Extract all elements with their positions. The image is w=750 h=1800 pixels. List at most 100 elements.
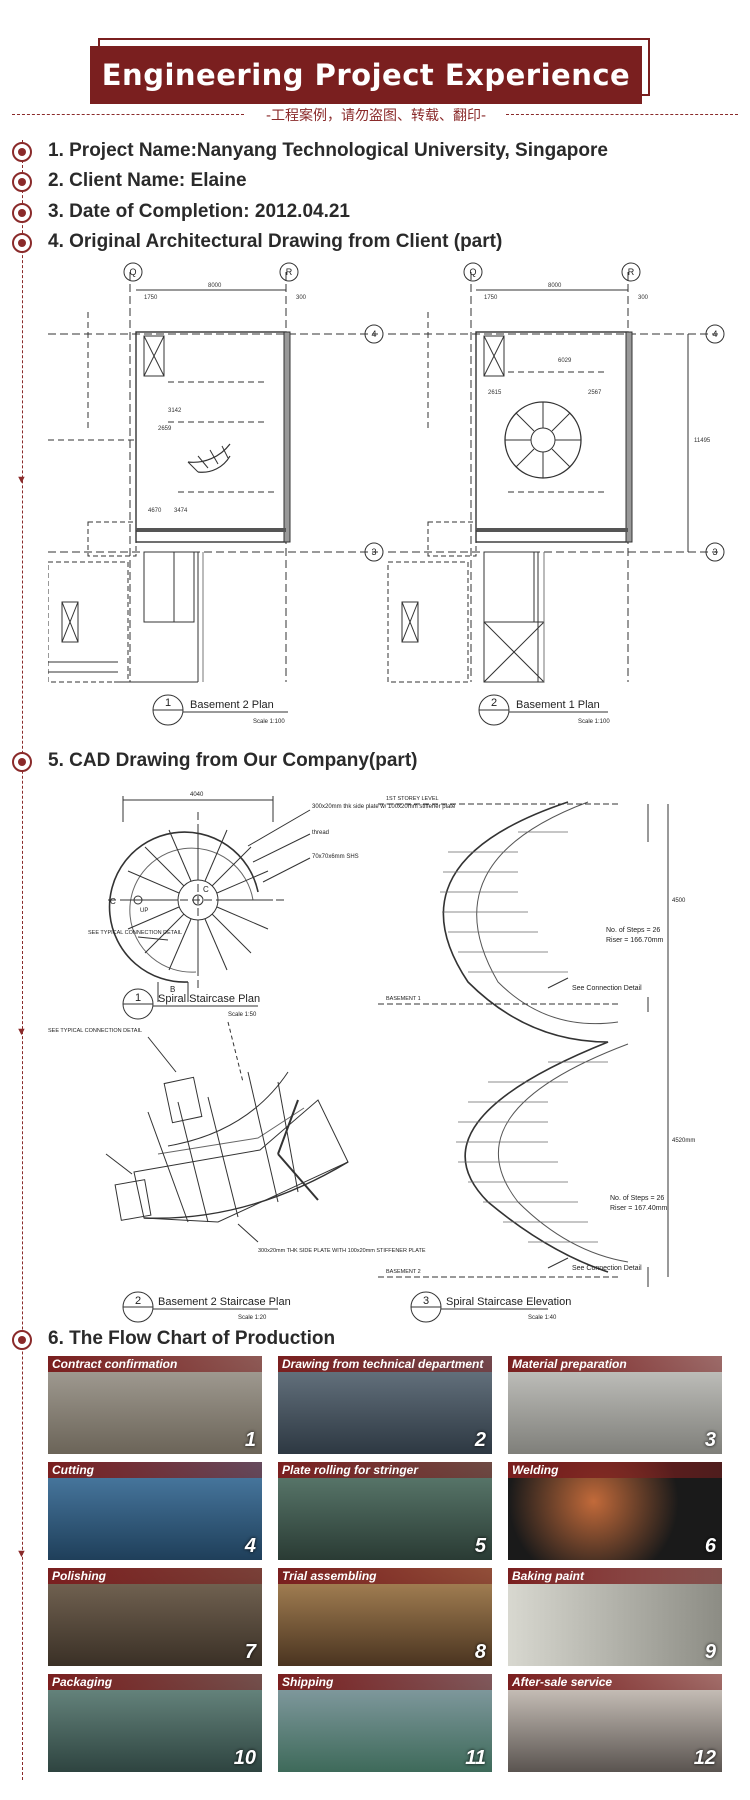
flow-step-label: Packaging bbox=[48, 1674, 262, 1690]
flow-step-number: 9 bbox=[704, 1641, 716, 1663]
level-label: 1ST STOREY LEVEL bbox=[386, 796, 439, 802]
flow-step: Contract confirmation 1 bbox=[48, 1356, 262, 1454]
flow-step-number: 1 bbox=[244, 1429, 256, 1451]
height-label: 4520mm bbox=[672, 1138, 695, 1144]
chevron-down-icon: ▼ bbox=[16, 1548, 27, 1560]
cad-title: Spiral Staircase Elevation bbox=[446, 1296, 571, 1308]
dimension-label: 2567 bbox=[588, 390, 602, 396]
flow-step: Shipping 11 bbox=[278, 1674, 492, 1772]
flow-step-number: 10 bbox=[233, 1747, 256, 1769]
dimension-label: 1750 bbox=[144, 295, 158, 301]
bullet-icon bbox=[12, 172, 32, 192]
bullet-icon bbox=[12, 752, 32, 772]
flow-step-number: 4 bbox=[244, 1535, 256, 1557]
flow-step: Packaging 10 bbox=[48, 1674, 262, 1772]
project-name: 1. Project Name:Nanyang Technological Un… bbox=[48, 140, 608, 161]
bullet-icon bbox=[12, 1330, 32, 1350]
steps-label: No. of Steps = 26 bbox=[606, 927, 660, 934]
grid-label-q: Q bbox=[469, 267, 476, 277]
flow-step-label: After-sale service bbox=[508, 1674, 722, 1690]
divider-left bbox=[12, 114, 244, 115]
dimension-label: 3142 bbox=[168, 408, 182, 414]
cad-drawings: 4040 300x20mm thk side plate w/ 100x20mm… bbox=[48, 792, 695, 1323]
riser-label: Riser = 167.40mm bbox=[610, 1205, 668, 1212]
plan-title: Basement 1 Plan bbox=[516, 699, 600, 711]
basement-2-staircase-plan-drawing bbox=[105, 936, 349, 1243]
section-flow-chart: 6. The Flow Chart of Production bbox=[48, 1328, 336, 1349]
flow-step-label: Plate rolling for stringer bbox=[278, 1462, 492, 1478]
dimension-label: 2615 bbox=[488, 390, 502, 396]
riser-label: Riser = 166.70mm bbox=[606, 937, 664, 944]
cad-number: 2 bbox=[135, 1295, 141, 1307]
flow-step-label: Shipping bbox=[278, 1674, 492, 1690]
flow-step-number: 7 bbox=[244, 1641, 256, 1663]
divider-right bbox=[506, 114, 738, 115]
chevron-down-icon: ▼ bbox=[16, 474, 27, 486]
cad-number: 3 bbox=[423, 1295, 429, 1307]
flow-step-label: Polishing bbox=[48, 1568, 262, 1584]
completion-date: 3. Date of Completion: 2012.04.21 bbox=[48, 201, 350, 222]
connection-label: See Connection Detail bbox=[572, 1265, 642, 1272]
dimension-label: 300 bbox=[296, 295, 307, 301]
section-architectural: 4. Original Architectural Drawing from C… bbox=[48, 231, 503, 252]
plan-number: 1 bbox=[165, 697, 171, 709]
grid-label-r: R bbox=[286, 267, 293, 277]
page-header: Engineering Project Experience bbox=[90, 38, 650, 104]
dimension-label: 2659 bbox=[158, 426, 172, 432]
bullet-icon bbox=[12, 233, 32, 253]
plan-scale: Scale 1:100 bbox=[578, 719, 610, 725]
page-title: Engineering Project Experience bbox=[101, 58, 631, 92]
grid-label-q: Q bbox=[129, 267, 136, 277]
dimension-label: 8000 bbox=[208, 283, 222, 289]
dimension-label: 300 bbox=[638, 295, 649, 301]
dimension-label: 4670 bbox=[148, 508, 162, 514]
flow-chart-grid: Contract confirmation 1 Drawing from tec… bbox=[48, 1356, 728, 1792]
flow-step-label: Drawing from technical department bbox=[278, 1356, 492, 1372]
section-mark: C bbox=[203, 885, 209, 894]
flow-step: After-sale service 12 bbox=[508, 1674, 722, 1772]
plan-number: 2 bbox=[491, 697, 497, 709]
timeline-line bbox=[22, 140, 23, 1780]
section-mark: B bbox=[170, 985, 175, 994]
cad-dimension: 4040 bbox=[190, 792, 204, 798]
basement-1-plan-drawing bbox=[387, 272, 718, 683]
client-name: 2. Client Name: Elaine bbox=[48, 170, 247, 191]
dimension-label: 1750 bbox=[484, 295, 498, 301]
flow-step-number: 3 bbox=[704, 1429, 716, 1451]
grid-label-3: 3 bbox=[712, 547, 717, 557]
spiral-staircase-elevation-drawing bbox=[378, 801, 669, 1287]
flow-step-label: Welding bbox=[508, 1462, 722, 1478]
direction-mark: UP bbox=[140, 908, 148, 914]
spiral-staircase-plan-drawing bbox=[108, 796, 311, 1002]
architectural-drawings: Q R Q R 4 3 4 3 8000 1750 300 3142 2659 … bbox=[48, 262, 725, 726]
cad-note: 300x20mm THK SIDE PLATE WITH 100x20mm ST… bbox=[258, 1248, 426, 1254]
dimension-label: 8000 bbox=[548, 283, 562, 289]
flow-step: Material preparation 3 bbox=[508, 1356, 722, 1454]
flow-step: Baking paint 9 bbox=[508, 1568, 722, 1666]
page-subtitle: -工程案例，请勿盗图、转载、翻印- bbox=[265, 108, 487, 124]
height-label: 4500 bbox=[672, 898, 686, 904]
flow-step-number: 11 bbox=[465, 1747, 486, 1769]
flow-step-number: 5 bbox=[474, 1535, 486, 1557]
grid-label-4: 4 bbox=[712, 329, 717, 339]
section-mark: C bbox=[110, 897, 116, 906]
flow-step-number: 2 bbox=[474, 1429, 486, 1451]
dimension-label: 11495 bbox=[694, 438, 711, 444]
level-label: BASEMENT 1 bbox=[386, 996, 421, 1002]
flow-step-number: 8 bbox=[474, 1641, 486, 1663]
flow-step-number: 6 bbox=[704, 1535, 716, 1557]
cad-title: Basement 2 Staircase Plan bbox=[158, 1296, 291, 1308]
grid-label-4: 4 bbox=[371, 329, 376, 339]
flow-step: Trial assembling 8 bbox=[278, 1568, 492, 1666]
flow-step: Drawing from technical department 2 bbox=[278, 1356, 492, 1454]
steps-label: No. of Steps = 26 bbox=[610, 1195, 664, 1202]
cad-scale: Scale 1:40 bbox=[528, 1315, 557, 1321]
grid-label-3: 3 bbox=[371, 547, 376, 557]
flow-step: Welding 6 bbox=[508, 1462, 722, 1560]
plan-title: Basement 2 Plan bbox=[190, 699, 274, 711]
flow-step-label: Baking paint bbox=[508, 1568, 722, 1584]
section-cad: 5. CAD Drawing from Our Company(part) bbox=[48, 750, 418, 771]
basement-2-plan-drawing bbox=[48, 272, 378, 683]
cad-note: 300x20mm thk side plate w/ 100x20mm stif… bbox=[312, 804, 456, 810]
cad-note: SEE TYPICAL CONNECTION DETAIL bbox=[48, 1028, 142, 1034]
